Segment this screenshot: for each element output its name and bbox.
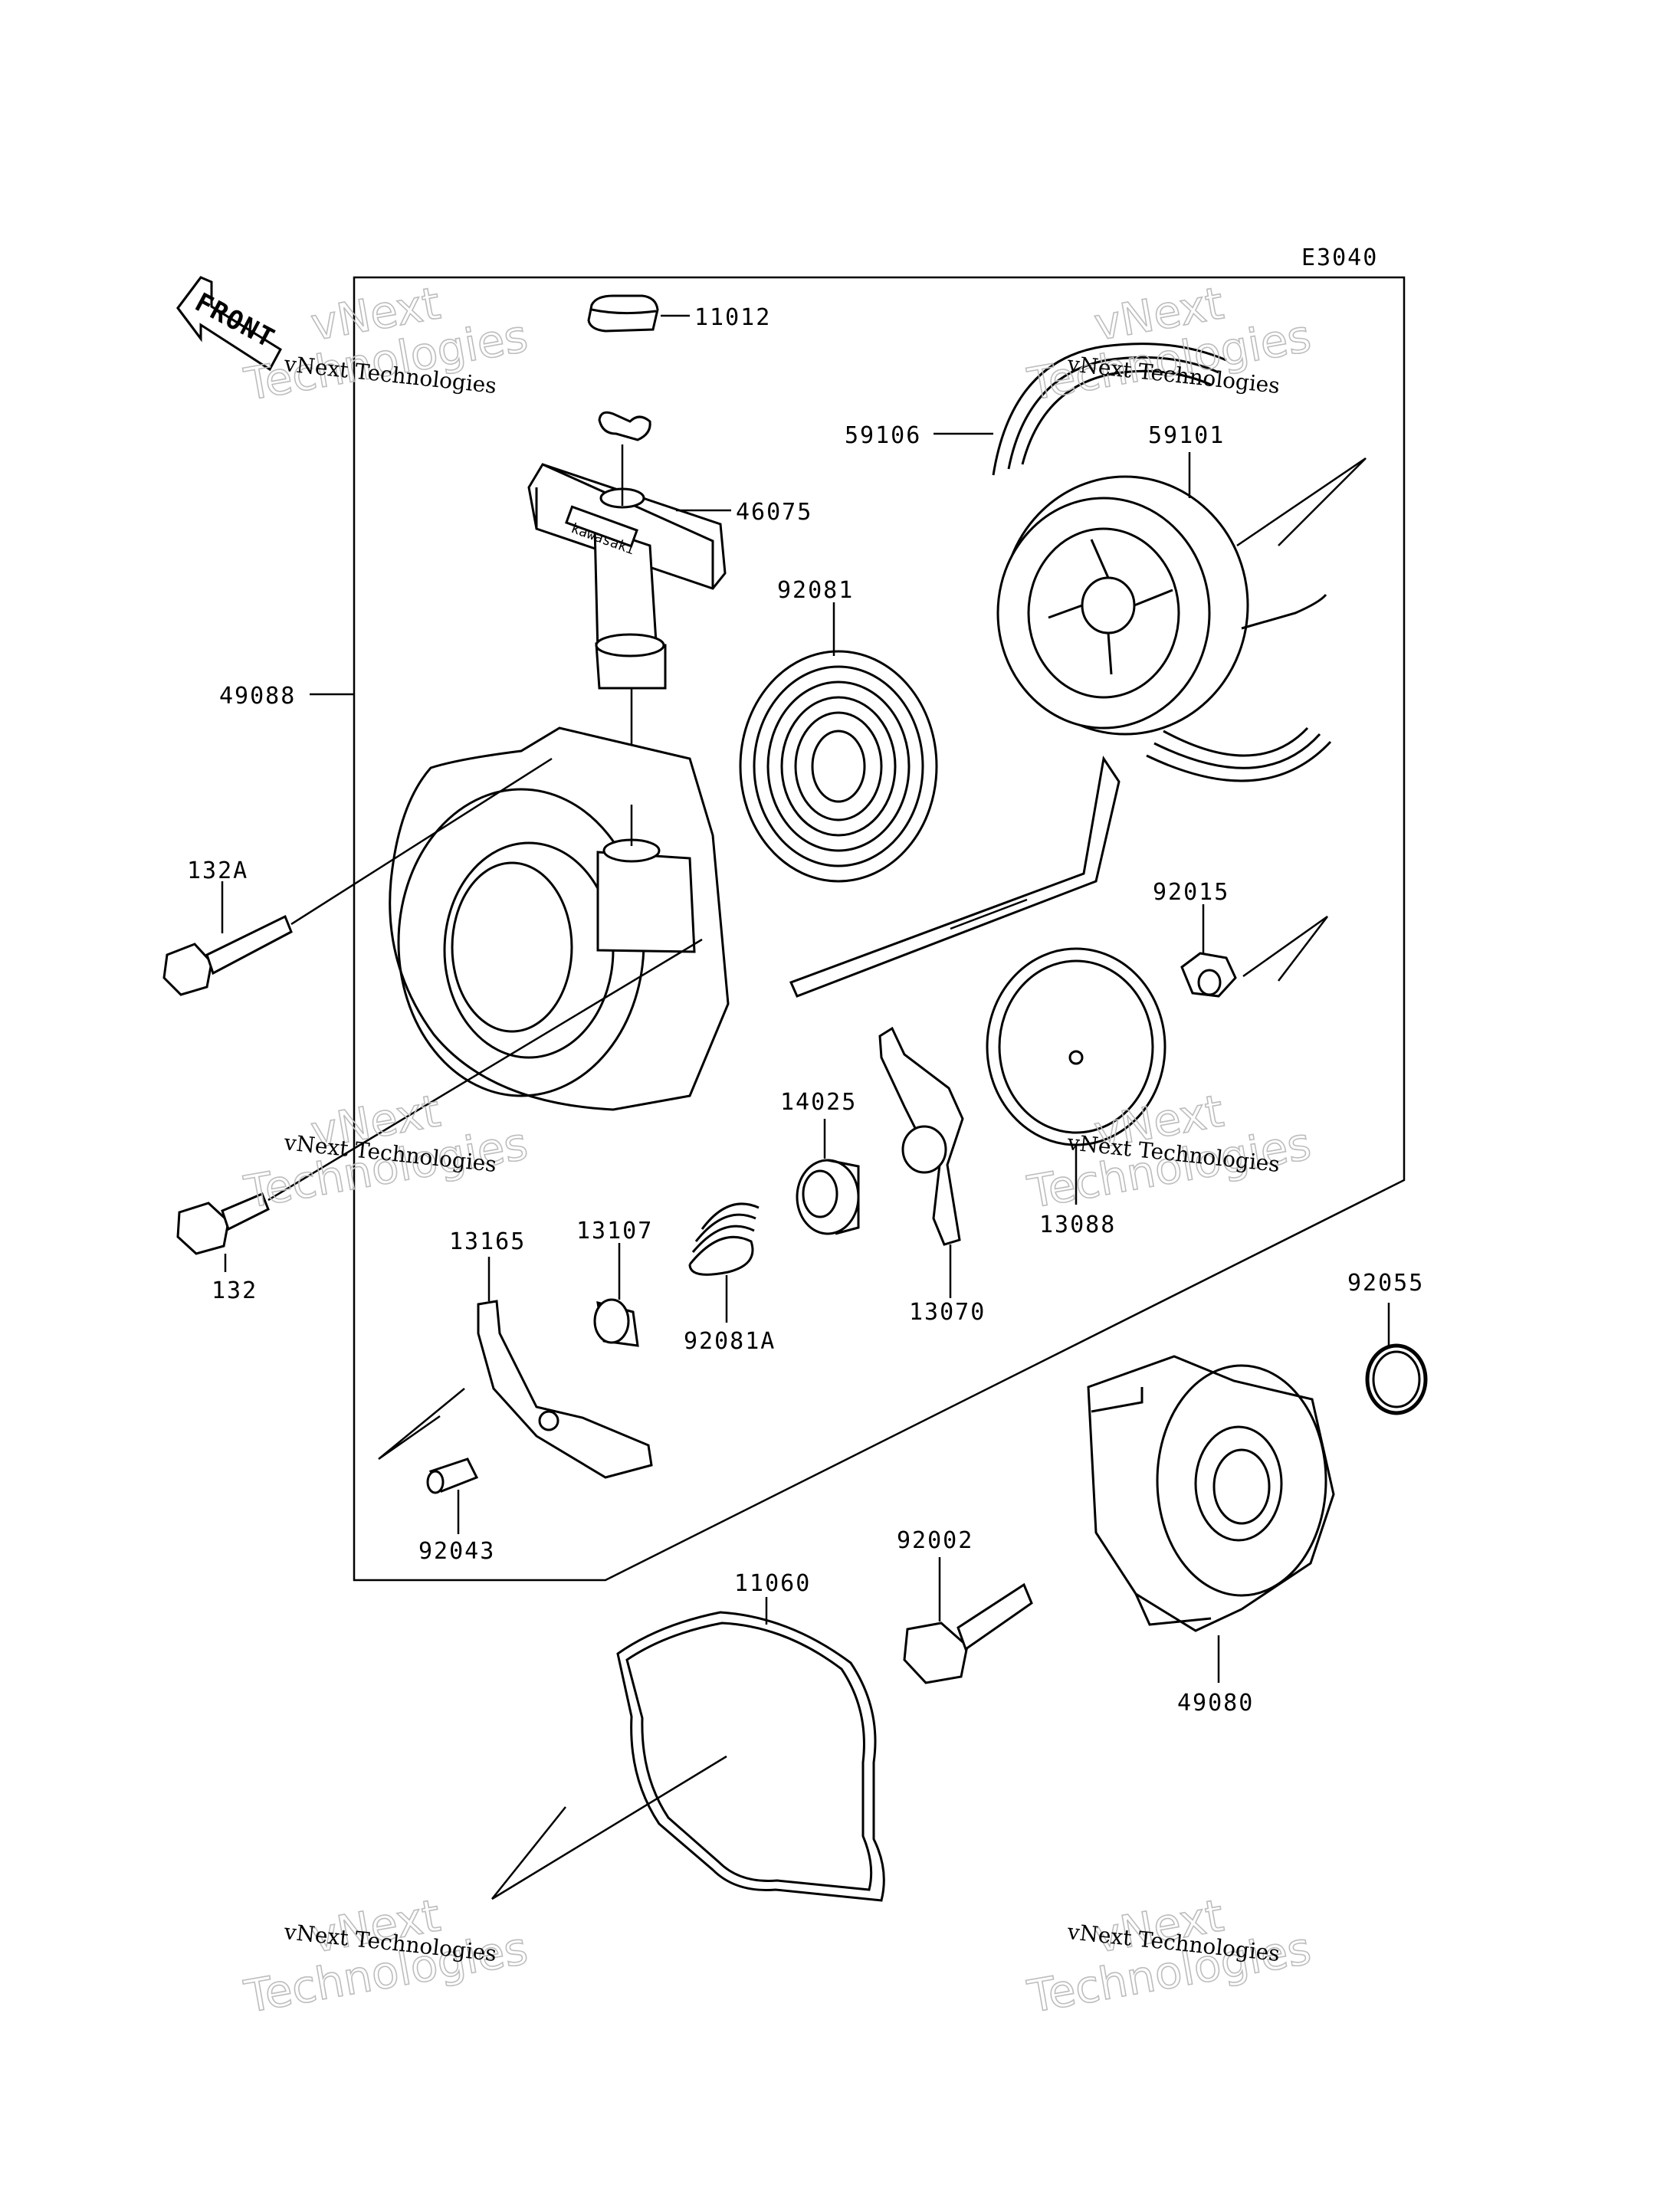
part-11060-gasket bbox=[616, 1611, 885, 1902]
label-14025: 14025 bbox=[780, 1089, 857, 1116]
watermark-top-left: vNext Technologies vNext Technologies bbox=[240, 277, 532, 412]
watermark-bottom-left: vNext Technologies vNext Technologies bbox=[240, 1889, 532, 2024]
part-13107-collar bbox=[593, 1298, 639, 1347]
part-11012-cap bbox=[587, 294, 659, 333]
label-49088: 49088 bbox=[219, 683, 296, 710]
pointer-13165 bbox=[378, 1388, 465, 1461]
pointer-92015 bbox=[1242, 915, 1328, 982]
label-13070: 13070 bbox=[909, 1299, 986, 1326]
pointer-11060 bbox=[491, 1755, 727, 1900]
front-label: FRONT bbox=[190, 287, 281, 355]
label-11012: 11012 bbox=[694, 304, 771, 331]
part-132-bolt bbox=[176, 1192, 270, 1255]
part-49088-case bbox=[389, 726, 730, 1111]
label-13088: 13088 bbox=[1039, 1212, 1116, 1238]
part-132A-bolt bbox=[162, 914, 293, 996]
label-132A: 132A bbox=[187, 857, 248, 884]
part-14025-collar bbox=[796, 1159, 860, 1235]
watermark-bottom-right: vNext Technologies vNext Technologies bbox=[1023, 1889, 1315, 2024]
rope-spring-mark bbox=[950, 898, 1028, 930]
pointer-59101 bbox=[1236, 457, 1367, 547]
part-92015-nut bbox=[1180, 952, 1237, 998]
part-92043-pin bbox=[426, 1458, 479, 1494]
label-46075: 46075 bbox=[736, 499, 812, 526]
part-59106-rope bbox=[992, 343, 1332, 782]
label-49080: 49080 bbox=[1177, 1690, 1254, 1717]
part-13088-plate bbox=[986, 947, 1166, 1146]
diagram-code: E3040 bbox=[1301, 244, 1378, 271]
label-11060: 11060 bbox=[734, 1570, 811, 1597]
label-59101: 59101 bbox=[1148, 422, 1225, 449]
label-92081A: 92081A bbox=[684, 1328, 776, 1355]
label-92043: 92043 bbox=[418, 1538, 495, 1565]
bolt-axis-132 bbox=[267, 938, 703, 1202]
part-46075-handle: kawasaki bbox=[527, 411, 727, 690]
bolt-axis-132A bbox=[290, 757, 553, 926]
part-92002-bolt bbox=[903, 1582, 1033, 1684]
label-92055: 92055 bbox=[1347, 1270, 1424, 1297]
watermark-top-right: vNext Technologies vNext Technologies bbox=[1023, 277, 1315, 412]
label-132: 132 bbox=[212, 1277, 258, 1304]
label-13165: 13165 bbox=[449, 1228, 526, 1255]
rope-piece bbox=[789, 756, 1121, 998]
watermark-middle-left: vNext Technologies vNext Technologies bbox=[240, 1084, 532, 1219]
assembly-outline bbox=[353, 276, 1406, 1582]
part-92081A-spring bbox=[688, 1202, 760, 1276]
label-13107: 13107 bbox=[576, 1218, 653, 1244]
part-13070-guide bbox=[878, 1026, 964, 1246]
part-13165-ratchet bbox=[477, 1300, 653, 1479]
label-92081: 92081 bbox=[777, 577, 854, 604]
part-92081-spring bbox=[739, 650, 938, 883]
label-92002: 92002 bbox=[897, 1527, 973, 1554]
part-49080-pulley bbox=[1087, 1355, 1335, 1632]
part-92055-ring bbox=[1365, 1343, 1428, 1415]
part-59101-reel bbox=[996, 475, 1327, 736]
label-92015: 92015 bbox=[1153, 879, 1229, 906]
label-59106: 59106 bbox=[845, 422, 921, 449]
